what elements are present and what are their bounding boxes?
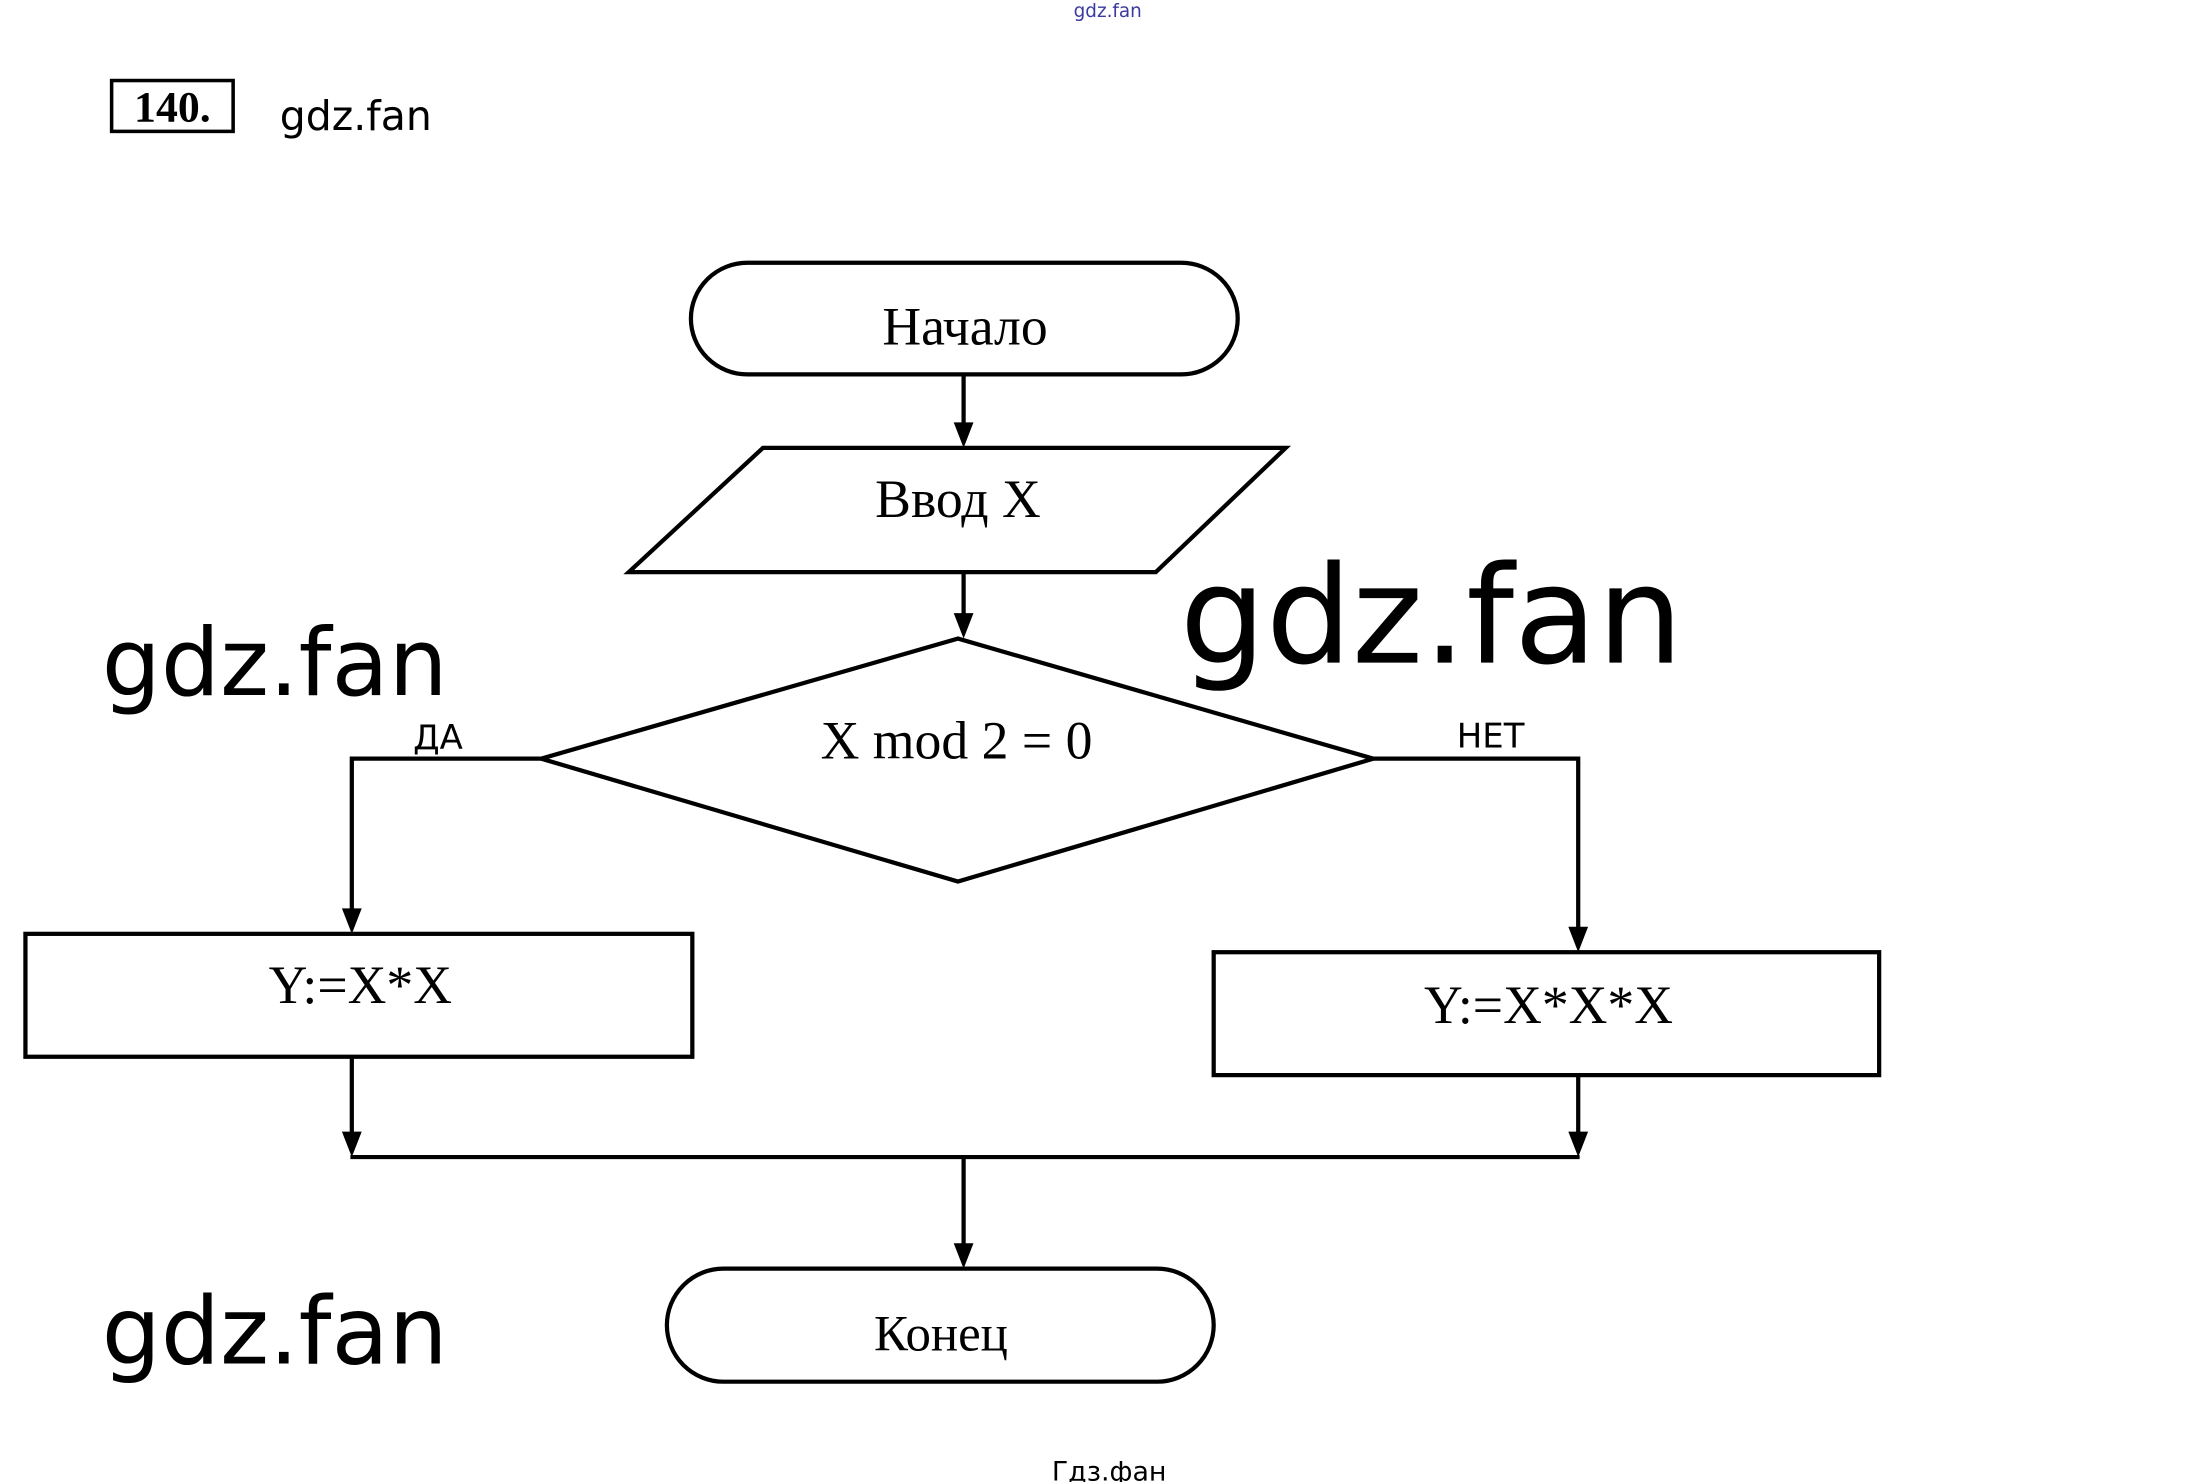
yes-action-shape (23, 931, 695, 1059)
connector-no (1373, 756, 1581, 930)
no-action-shape (1211, 950, 1882, 1078)
decision-block: X mod 2 = 0 (533, 636, 1381, 884)
start-block: Начало (688, 260, 1240, 377)
connector-yes (349, 756, 542, 912)
no-action-label: Y:=X*X*X (1424, 975, 1673, 1035)
problem-number-text: 140. (134, 84, 211, 132)
arrow-down-icon (1568, 926, 1589, 953)
start-label: Начало (882, 297, 1047, 357)
yes-action-block: Y:=X*X (23, 931, 695, 1059)
site-label: gdz.fan (280, 92, 432, 140)
no-label: НЕТ (1457, 716, 1525, 755)
watermark-right: gdz.fan (1180, 537, 1683, 695)
yes-action-label: Y:=X*X (269, 955, 452, 1015)
top-watermark: gdz.fan (1074, 1, 1142, 22)
yes-label: ДА (413, 718, 463, 757)
decision-shape (533, 636, 1381, 884)
end-shape (664, 1266, 1216, 1384)
arrow-down-icon (341, 908, 362, 934)
decision-label: X mod 2 = 0 (821, 711, 1093, 771)
end-block: Конец (664, 1266, 1216, 1384)
arrow-down-icon (1568, 1131, 1589, 1158)
arrow-down-icon (953, 613, 974, 639)
watermark-left-top: gdz.fan (102, 608, 448, 717)
input-shape (623, 445, 1292, 575)
end-label: Конец (874, 1307, 1008, 1363)
arrow-down-icon (953, 1243, 974, 1269)
footer-label: Гдз.фан (1052, 1457, 1167, 1482)
problem-number: 140. (109, 78, 235, 134)
arrow-down-icon (341, 1131, 362, 1158)
problem-number-box (109, 78, 235, 134)
input-label: Ввод X (875, 469, 1041, 529)
input-block: Ввод X (623, 445, 1292, 575)
arrow-down-icon (953, 422, 974, 448)
no-action-block: Y:=X*X*X (1211, 950, 1882, 1078)
watermark-left-bottom: gdz.fan (102, 1276, 448, 1385)
